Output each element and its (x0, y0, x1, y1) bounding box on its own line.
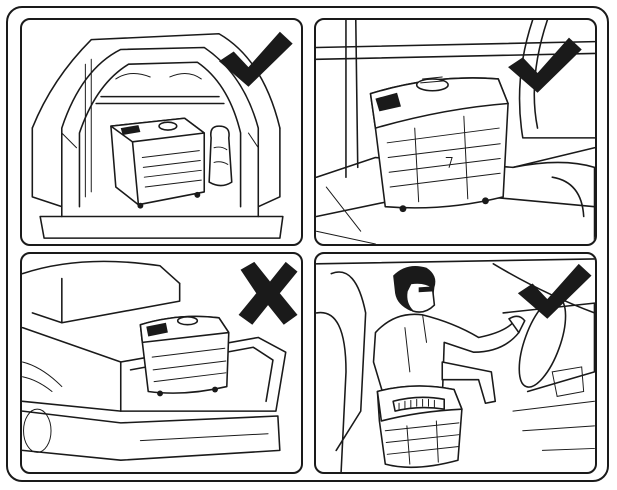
check-mark-icon (218, 31, 293, 87)
panel-sedan-trunk (20, 252, 303, 474)
cooler-box (139, 315, 230, 397)
check-mark-icon (508, 37, 582, 93)
panel-behind-driver-seat (314, 252, 597, 474)
hatchback-trunk-drawing (31, 31, 293, 239)
panel-hatchback-trunk (20, 18, 303, 246)
sedan-trunk-drawing (22, 260, 298, 462)
cooler-box (376, 385, 463, 469)
cross-mark-icon (238, 261, 298, 325)
cargo-floor-drawing (316, 20, 595, 244)
bag (208, 125, 233, 187)
cooler-box (369, 76, 509, 213)
cooler-box (110, 117, 206, 209)
driver-figure (372, 265, 526, 410)
panel-cargo-floor (314, 18, 597, 246)
check-mark-icon (517, 263, 592, 319)
hatchback-body (31, 32, 284, 239)
behind-driver-seat-drawing (316, 258, 595, 472)
